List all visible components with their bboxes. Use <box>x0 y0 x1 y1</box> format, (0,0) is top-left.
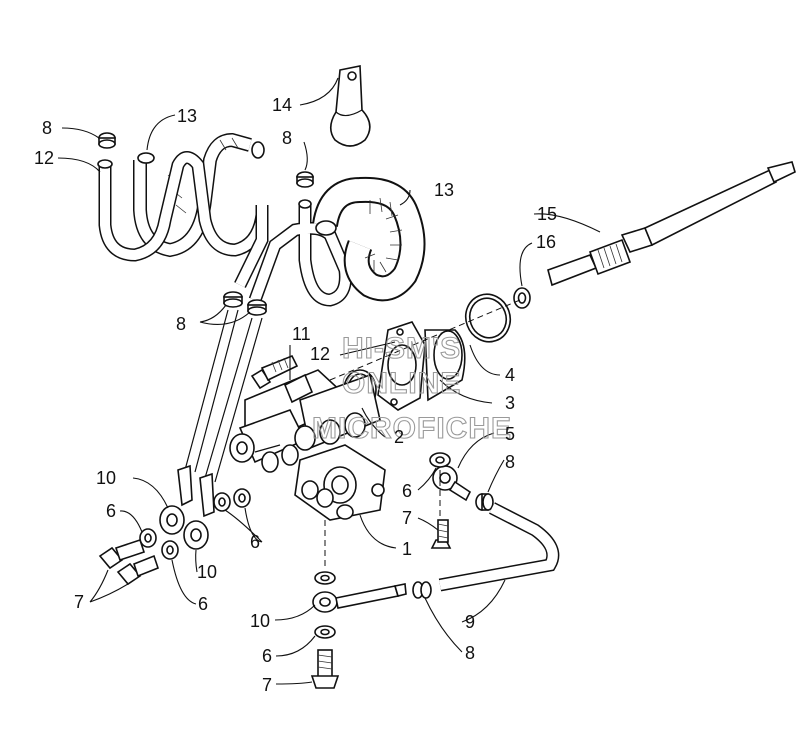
label-4: 4 <box>505 365 515 385</box>
label-8-bottom: 8 <box>465 643 475 663</box>
clamp-8-right <box>475 493 494 511</box>
label-7-right: 7 <box>402 508 412 528</box>
label-7-left: 7 <box>74 592 84 612</box>
label-13-right: 13 <box>434 180 454 200</box>
label-12-mid: 12 <box>310 344 330 364</box>
label-9: 9 <box>465 612 475 632</box>
hose-9 <box>438 502 560 592</box>
label-6-bottom: 6 <box>262 646 272 666</box>
label-8-left: 8 <box>176 314 186 334</box>
label-8-right: 8 <box>505 452 515 472</box>
label-10-bottom: 10 <box>250 611 270 631</box>
label-11: 11 <box>292 324 311 344</box>
hose-lines-to-banjo <box>184 309 263 483</box>
clamp-8-top <box>98 132 116 149</box>
label-15: 15 <box>537 204 557 224</box>
leader-lines <box>57 77 601 685</box>
watermark-line-1: HI-SM'S <box>342 332 461 365</box>
banjo-fitting-10-bottom <box>312 583 407 613</box>
label-7-bottom: 7 <box>262 675 272 695</box>
assembly-lines <box>254 299 521 570</box>
housing-3 <box>377 321 466 411</box>
washer-6-right <box>429 452 451 468</box>
clamp-8-mid <box>296 171 314 188</box>
oil-pump-1 <box>229 369 386 521</box>
bolt-11 <box>250 354 299 390</box>
hose-12-mid <box>248 199 352 307</box>
washer-6-center <box>213 488 251 512</box>
bolt-7-bottom <box>310 649 340 689</box>
watermark-line-2: ONLINE <box>342 367 461 400</box>
banjo-fitting-5 <box>432 465 472 502</box>
label-6-center: 6 <box>250 532 260 552</box>
bolt-7-right <box>430 519 452 549</box>
label-10-low: 10 <box>197 562 217 582</box>
hose-13-right <box>312 176 426 302</box>
label-6-low: 6 <box>198 594 208 614</box>
watermark: HI-SM'S ONLINE MICROFICHE <box>311 331 512 445</box>
washer-16 <box>513 287 531 309</box>
label-3: 3 <box>505 393 515 413</box>
label-16: 16 <box>536 232 556 252</box>
drive-cable-15 <box>547 161 796 287</box>
label-6-left: 6 <box>106 501 116 521</box>
clamp-8-left-a <box>223 291 243 308</box>
clamp-8-bottom <box>412 581 432 599</box>
washer-6-center-low <box>314 571 336 585</box>
label-12-top: 12 <box>34 148 54 168</box>
label-10-left: 10 <box>96 468 116 488</box>
label-13-top: 13 <box>177 106 197 126</box>
label-2: 2 <box>394 427 404 447</box>
label-14: 14 <box>272 95 292 115</box>
label-8-top: 8 <box>42 118 52 138</box>
banjo-fitting-10-low <box>183 472 215 550</box>
watermark-line-3: MICROFICHE <box>312 412 512 445</box>
washer-6-bottom <box>314 625 336 639</box>
label-8-mid: 8 <box>282 128 292 148</box>
washer-6-low <box>161 540 179 560</box>
clamp-8-left-b <box>247 299 267 316</box>
o-ring-4 <box>464 293 512 343</box>
bolt-7-left <box>98 538 159 586</box>
label-1: 1 <box>402 539 412 559</box>
washer-6-left <box>139 528 157 548</box>
banjo-fitting-10-left <box>159 464 193 535</box>
bracket-14 <box>329 65 371 147</box>
label-5: 5 <box>505 424 515 444</box>
callout-labels: 8 13 12 14 8 13 15 16 8 11 12 4 3 2 5 8 … <box>34 95 557 695</box>
label-6-right: 6 <box>402 481 412 501</box>
hose-12-left <box>97 151 269 288</box>
